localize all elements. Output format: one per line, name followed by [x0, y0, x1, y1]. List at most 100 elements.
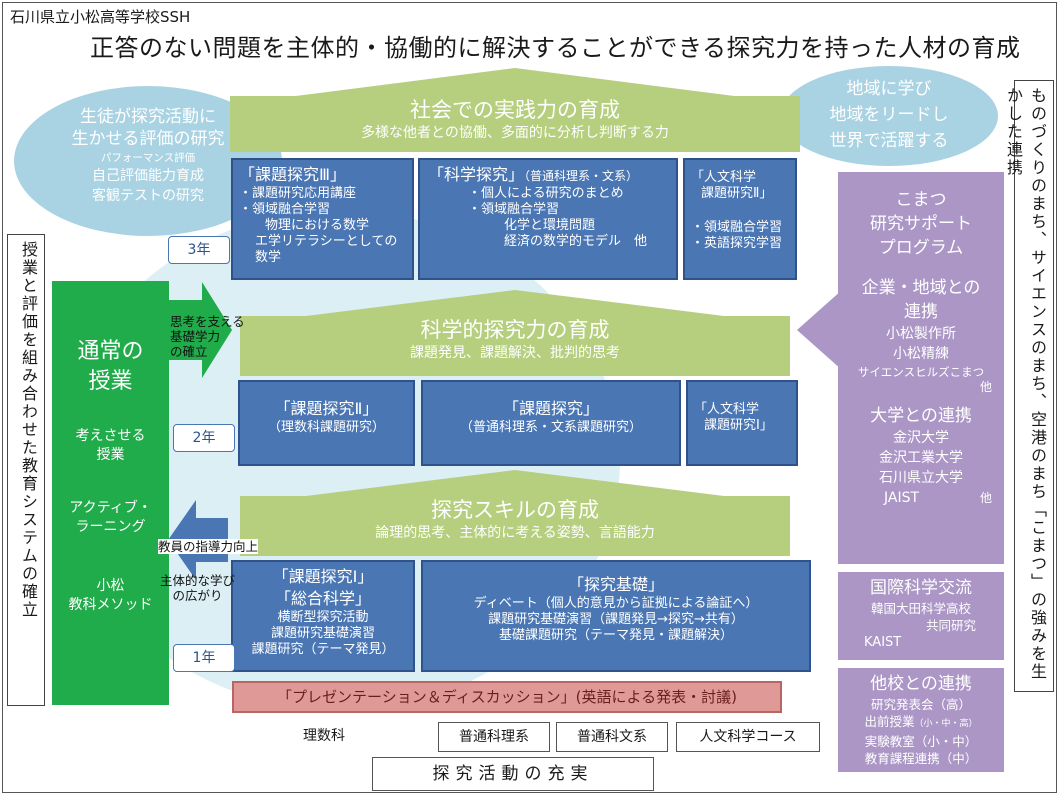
year-1-label: 1年	[173, 644, 235, 672]
international-exchange-panel: 国際科学交流 韓国大田科学高校 共同研究 KAIST	[838, 572, 1004, 660]
tier2-box1-l1: （理数科課題研究）	[267, 420, 385, 435]
bottom-label: 探究活動の充実	[372, 757, 654, 791]
goal-cloud: 地域に学び 地域をリードし 世界で活躍する	[780, 66, 998, 166]
komatsu-support-panel: こまつ 研究サポート プログラム 企業・地域との 連携 小松製作所 小松精練 サ…	[838, 172, 1004, 564]
other-l4: 教育課程連携（中）	[864, 751, 978, 766]
course-futsu-rikei: 普通科理系	[438, 722, 550, 752]
page-title: 正答のない問題を主体的・協働的に解決することができる探究力を持った人材の育成	[90, 34, 1021, 62]
purple-sec2e: JAIST	[884, 490, 920, 506]
tier3-box1-l4: エ学リテラシーとしての数学	[255, 234, 398, 265]
purple-sec1d: 小松精練	[893, 346, 949, 362]
purple-arrow-icon	[797, 290, 842, 370]
tier1-box2-l3: 基礎課題研究（テーマ発見・課題解決）	[498, 628, 733, 643]
purple-sec2-last: JAIST 他	[838, 488, 1004, 508]
tier3-box2-head: 「科学探究」	[428, 165, 525, 184]
tier1-box1-head1: 「課題探究Ⅰ」	[272, 567, 374, 586]
cloud-right-line1: 地域に学び	[846, 79, 932, 99]
tier3-box2-l2: ・領域融合学習	[468, 202, 560, 217]
course-risu: 理数科	[288, 722, 360, 752]
tier3-box3-l1: 「人文科学	[691, 170, 757, 185]
intl-l2: 共同研究	[925, 618, 976, 633]
purple-sec1f: 他	[979, 380, 992, 394]
other-l1: 研究発表会（高）	[870, 697, 971, 712]
cloud-left-line2: 生かせる評価の研究	[71, 129, 225, 149]
purple-title2: 研究サポート	[870, 214, 972, 234]
course-futsu-bunkei: 普通科文系	[556, 722, 668, 752]
arrow-note-left: 主体的な学び の広がり	[160, 573, 235, 603]
regular-classes-panel: 通常の 授業 考えさせる 授業 アクティブ・ ラーニング 小松 教科メソッド	[52, 281, 169, 705]
school-name: 石川県立小松高等学校SSH	[10, 8, 191, 26]
tier2-box2-head: 「課題探究」	[502, 399, 599, 418]
tier1-box1-l2: 課題研究基礎演習	[270, 626, 375, 641]
tier2-heading: 科学的探究力の育成	[420, 318, 610, 342]
purple-sec1b: 連携	[904, 302, 938, 322]
purple-title1: こまつ	[895, 190, 947, 210]
tier3-box2-l1: ・個人による研究のまとめ	[468, 186, 624, 201]
tier1-box-kadai1: 「課題探究Ⅰ」 「総合科学」 横断型探究活動 課題研究基礎演習 課題研究（テーマ…	[231, 560, 415, 672]
left-vertical-label: 授業と評価を組み合わせた教育システムの確立	[7, 234, 45, 706]
other-l2: 出前授業	[864, 714, 915, 729]
tier3-box-kadai3: 「課題探究Ⅲ」 ・課題研究応用講座 ・領域融合学習 物理における数学 エ学リテラ…	[231, 158, 414, 280]
year-3-label: 3年	[168, 236, 230, 264]
tier3-band: 社会での実践力の育成 多様な他者との協働、多面的に分析し判断する力	[230, 96, 800, 152]
presentation-bar: 「プレゼンテーション＆ディスカッション」(英語による発表・討議)	[232, 681, 782, 713]
course-jinbun: 人文科学コース	[676, 722, 820, 752]
cloud-right-line3: 世界で活躍する	[829, 131, 949, 151]
tier2-box1-head: 「課題探究Ⅱ」	[274, 399, 379, 418]
cloud-left-line5: 客観テストの研究	[92, 188, 204, 204]
tier1-heading: 探究スキルの育成	[431, 498, 599, 522]
cloud-left-line3: パフォーマンス評価	[100, 152, 196, 164]
tier3-box1-l2: ・領域融合学習	[239, 202, 331, 217]
tier2-box3-l1: 「人文科学	[694, 402, 760, 417]
green-item2a: アクティブ・	[69, 500, 152, 516]
arrow-note-left1: 教員の指導力向上	[158, 539, 259, 554]
other-title: 他校との連携	[870, 674, 972, 694]
tier1-box1-head2: 「総合科学」	[274, 589, 371, 608]
purple-title3: プログラム	[878, 238, 964, 258]
green-item3b: 教科メソッド	[68, 597, 153, 613]
right-vertical-label: ものづくりのまち、サイエンスのまち、空港のまち「こまつ」の強みを生かした連携	[1004, 80, 1054, 692]
arrow-note-right1: 思考を支える	[170, 314, 245, 329]
cloud-left-line4: 自己評価能力育成	[92, 168, 204, 184]
tier1-box2-l2: 課題研究基礎演習（課題発見→探究→共有）	[488, 612, 744, 627]
arrow-note-right: 思考を支える 基礎学力 の確立	[170, 314, 245, 359]
tier2-box2-l1: （普通科理系・文系課題研究）	[459, 420, 642, 435]
tier3-box1-l3: 物理における数学	[265, 218, 370, 233]
tier3-heading: 社会での実践力の育成	[410, 98, 620, 122]
tier3-box3-l2: 課題研究Ⅱ」	[701, 186, 773, 201]
cloud-left-line1: 生徒が探究活動に	[80, 107, 216, 127]
tier3-box1-head: 「課題探究Ⅲ」	[239, 165, 347, 184]
tier1-box1-l1: 横断型探究活動	[277, 610, 369, 625]
tier2-box-kadai: 「課題探究」 （普通科理系・文系課題研究）	[421, 380, 681, 466]
tier3-box3-l4: ・英語探究学習	[691, 236, 783, 251]
purple-sec1e: サイエンスヒルズこまつ	[857, 365, 985, 379]
tier1-box1-l3: 課題研究（テーマ発見）	[251, 642, 395, 657]
tier3-box2-head-sub: （普通科理系・文系）	[524, 169, 639, 183]
purple-sec1a: 企業・地域との	[861, 278, 981, 298]
green-item3a: 小松	[96, 578, 125, 594]
tier2-box-jinbun: 「人文科学 課題研究Ⅰ」	[686, 380, 798, 466]
tier2-box-kadai2: 「課題探究Ⅱ」 （理数科課題研究）	[238, 380, 415, 466]
arrow-note-left2: 主体的な学び	[160, 573, 236, 588]
cloud-right-line2: 地域をリードし	[829, 105, 949, 125]
purple-sec2a: 大学との連携	[870, 406, 972, 426]
purple-sec2f: 他	[979, 491, 992, 505]
green-title1: 通常の	[77, 339, 144, 364]
tier3-box2-l3: 化学と環境問題	[504, 218, 596, 233]
tier2-band: 科学的探究力の育成 課題発見、課題解決、批判的思考	[240, 316, 790, 376]
purple-sec2b: 金沢大学	[893, 430, 949, 446]
intl-l3: KAIST	[864, 635, 902, 650]
year-2-label: 2年	[173, 424, 235, 452]
green-item1b: 授業	[96, 447, 125, 463]
tier1-band: 探究スキルの育成 論理的思考、主体的に考える姿勢、言語能力	[240, 496, 790, 556]
tier2-box3-l2: 課題研究Ⅰ」	[704, 418, 773, 433]
tier3-box1-l1: ・課題研究応用講座	[239, 186, 357, 201]
evaluation-research-cloud: 生徒が探究活動に 生かせる評価の研究 パフォーマンス評価 自己評価能力育成 客観…	[14, 86, 282, 236]
tier3-box3-l3: ・領域融合学習	[691, 220, 783, 235]
other-l3: 実験教室（小・中）	[864, 734, 978, 749]
tier3-box-kagaku: 「科学探究」（普通科理系・文系） ・個人による研究のまとめ ・領域融合学習 化学…	[418, 158, 678, 280]
other-l2s: （小・中・高）	[914, 719, 978, 729]
other-schools-panel: 他校との連携 研究発表会（高） 出前授業（小・中・高） 実験教室（小・中） 教育…	[838, 668, 1004, 772]
tier1-box-kiso: 「探究基礎」 ディベート（個人的意見から証拠による論証へ） 課題研究基礎演習（課…	[421, 560, 811, 672]
tier3-sub: 多様な他者との協働、多面的に分析し判断する力	[361, 125, 669, 141]
